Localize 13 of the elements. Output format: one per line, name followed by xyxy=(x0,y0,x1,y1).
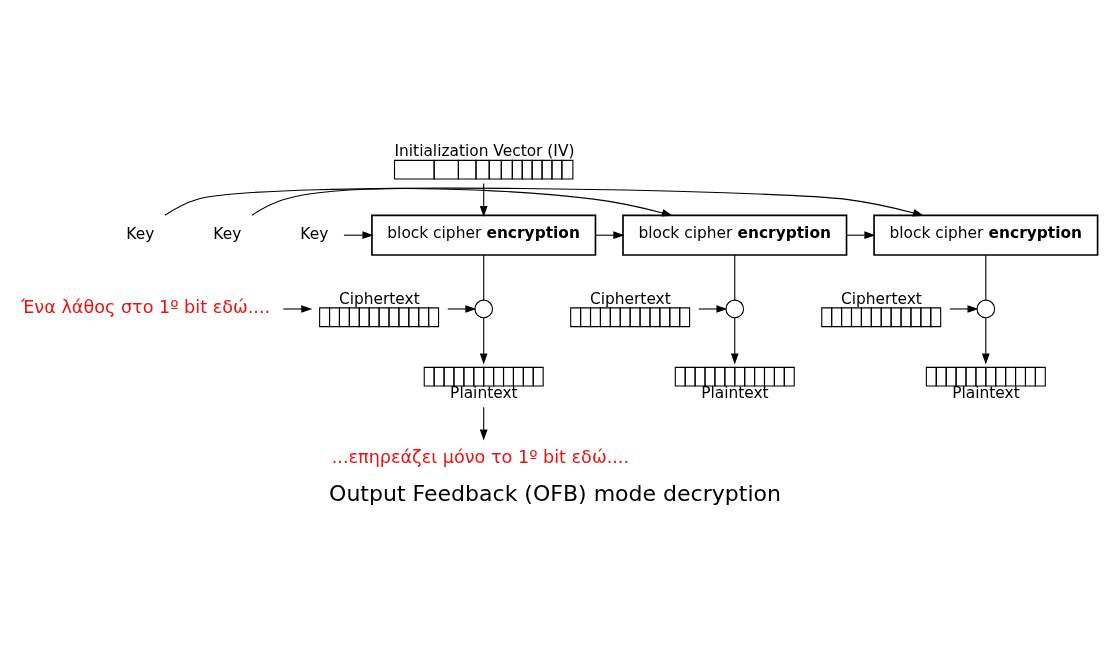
node-label: Ciphertext xyxy=(338,289,420,308)
node-text: Ένα λάθος στο 1º bit εδώ.... xyxy=(21,296,271,317)
node-label: Ciphertext xyxy=(841,289,922,308)
node-text: Key xyxy=(300,224,329,243)
node-text: Key xyxy=(213,224,242,243)
caption: Output Feedback (OFB) mode decryption xyxy=(329,480,781,506)
node-text: Key xyxy=(126,224,155,243)
node-text: ...επηρεάζει μόνο το 1º bit εδώ.... xyxy=(331,446,630,467)
node-label: Plaintext xyxy=(952,383,1020,402)
node-label: Ciphertext xyxy=(589,289,671,308)
node-label: Initialization Vector (IV) xyxy=(394,141,575,160)
node-label: Plaintext xyxy=(450,383,518,402)
node-label: Plaintext xyxy=(701,383,769,402)
